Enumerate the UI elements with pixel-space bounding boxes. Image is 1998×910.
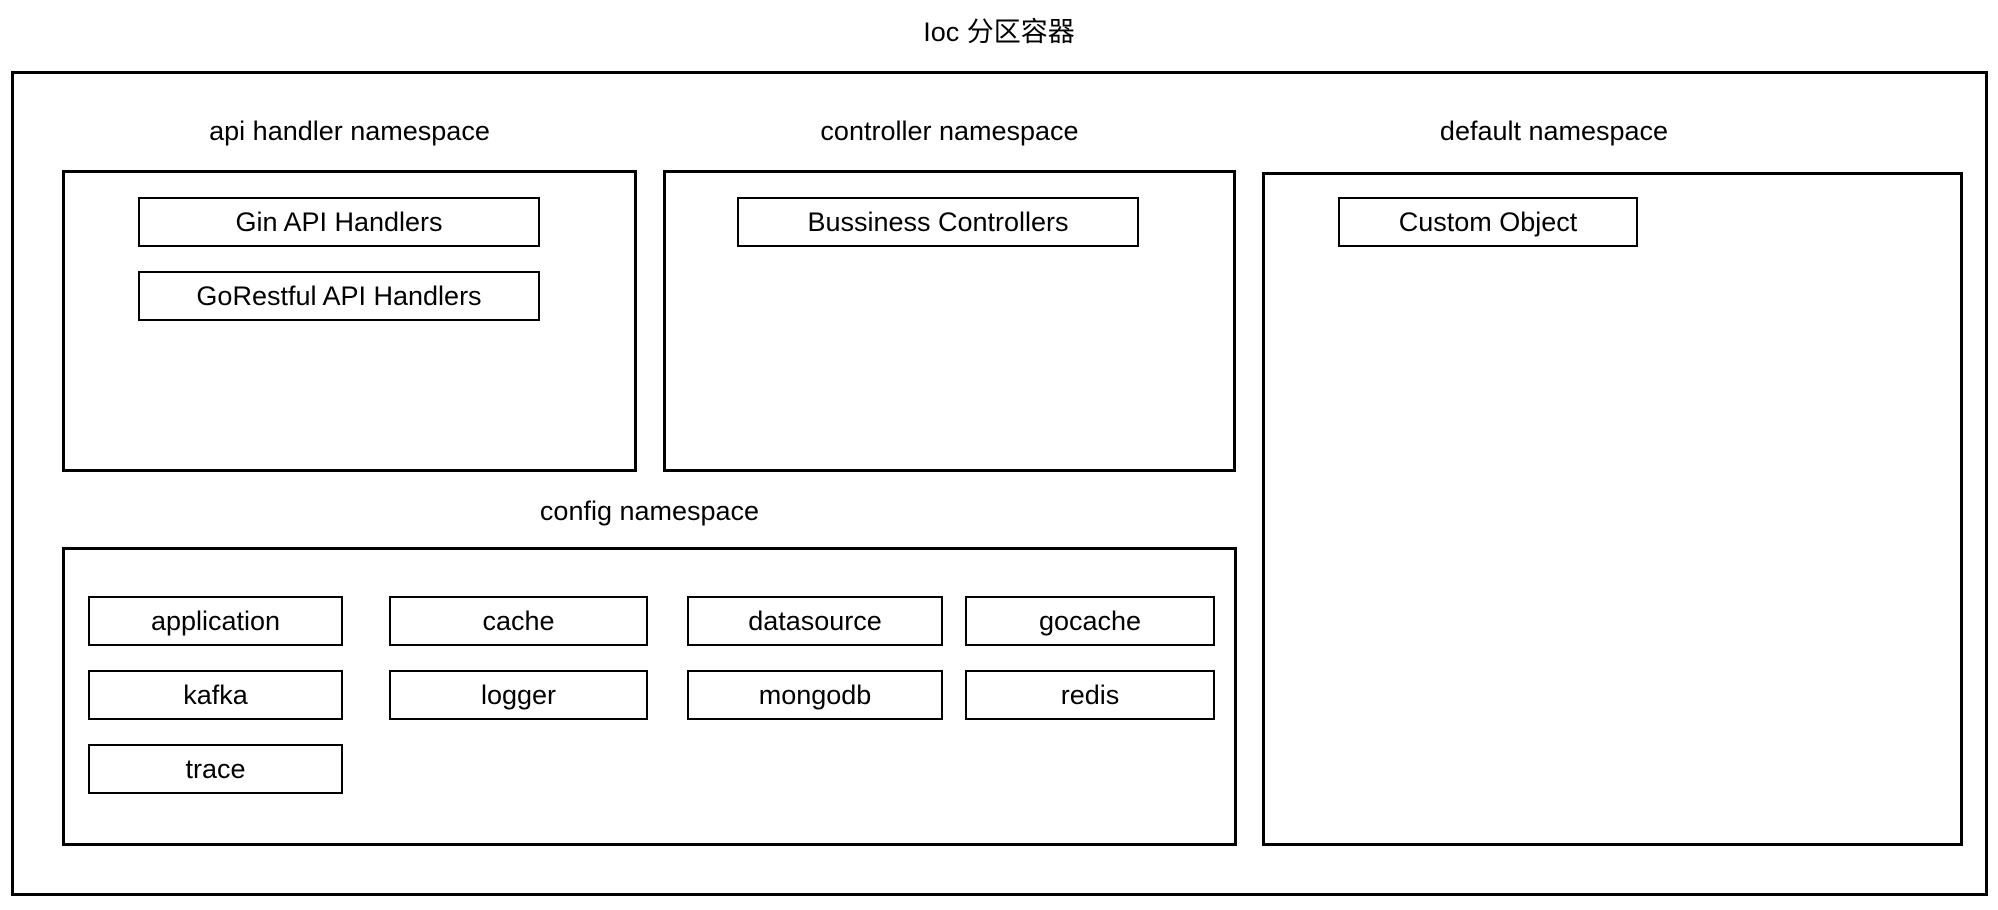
bussiness-controllers-box: Bussiness Controllers [737,197,1139,247]
api-handler-namespace-label: api handler namespace [209,116,490,146]
config-item-cache: cache [389,596,648,646]
config-item-redis: redis [965,670,1215,720]
config-item-trace: trace [88,744,343,794]
controller-namespace-label: controller namespace [820,116,1079,146]
config-item-datasource: datasource [687,596,943,646]
config-item-kafka: kafka [88,670,343,720]
config-item-gocache: gocache [965,596,1215,646]
gorestful-api-handlers-box: GoRestful API Handlers [138,271,540,321]
config-namespace-label: config namespace [539,496,760,526]
config-item-mongodb: mongodb [687,670,943,720]
diagram-title: Ioc 分区容器 [923,17,1075,47]
custom-object-box: Custom Object [1338,197,1638,247]
default-namespace-box [1262,172,1963,846]
config-item-logger: logger [389,670,648,720]
config-item-application: application [88,596,343,646]
default-namespace-label: default namespace [1439,116,1669,146]
gin-api-handlers-box: Gin API Handlers [138,197,540,247]
